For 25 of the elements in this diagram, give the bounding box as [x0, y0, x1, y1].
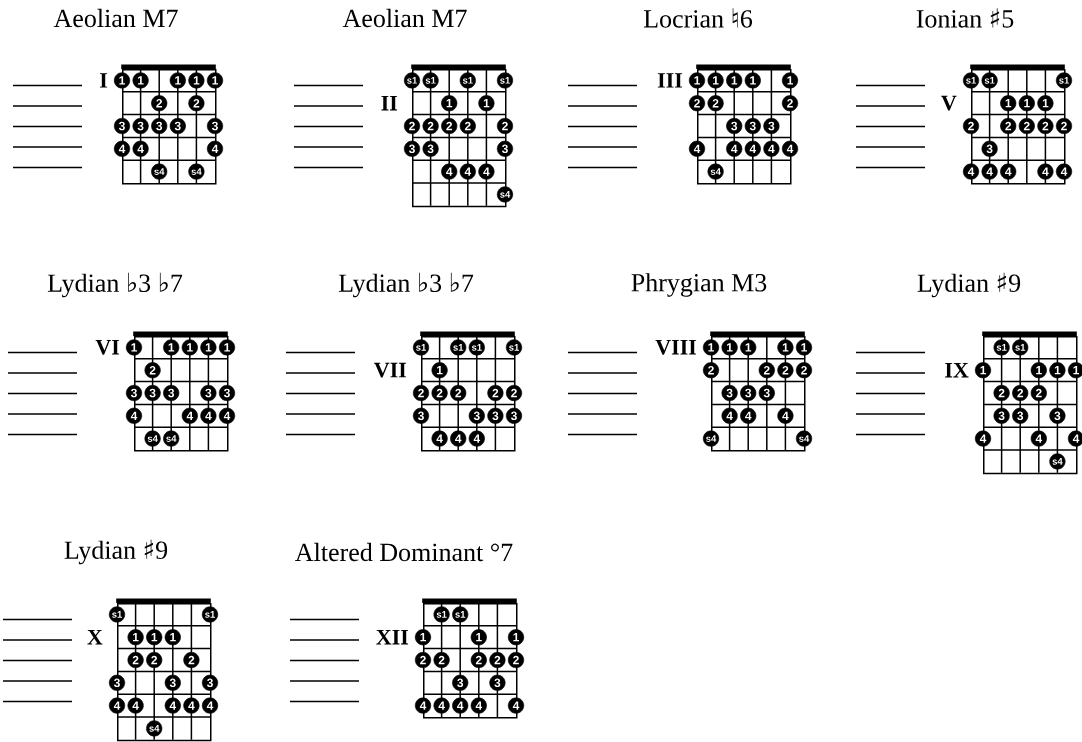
scale-title: Locrian ♮6 — [643, 8, 753, 28]
position-numeral: X — [87, 630, 103, 645]
scale-title: Aeolian M7 — [342, 8, 467, 28]
position-numeral: IX — [945, 363, 969, 378]
scale-title: Altered Dominant °7 — [295, 542, 513, 562]
scale-title: Lydian ♭3 ♭7 — [47, 272, 183, 298]
position-numeral: VII — [374, 362, 407, 378]
scale-title: Lydian ♭3 ♭7 — [338, 272, 474, 298]
position-numeral: III — [657, 73, 683, 88]
fretboard-grid — [121, 64, 217, 185]
position-numeral: XII — [376, 630, 409, 645]
scale-title: Lydian ♯9 — [917, 272, 1021, 298]
fretboard-grid — [982, 331, 1078, 475]
position-numeral: V — [941, 95, 957, 111]
scale-title: Lydian ♯9 — [64, 539, 168, 565]
position-numeral: VIII — [655, 340, 697, 355]
position-numeral: I — [100, 73, 108, 88]
fretboard-grid — [422, 598, 518, 719]
scale-title: Phrygian M3 — [631, 273, 767, 297]
position-numeral: II — [381, 96, 398, 111]
scale-title: Ionian ♯5 — [916, 8, 1014, 28]
position-numeral: VI — [95, 340, 120, 355]
scale-title: Aeolian M7 — [53, 8, 178, 28]
fretboard-grid — [133, 331, 229, 452]
fretboard-grid — [696, 64, 792, 185]
